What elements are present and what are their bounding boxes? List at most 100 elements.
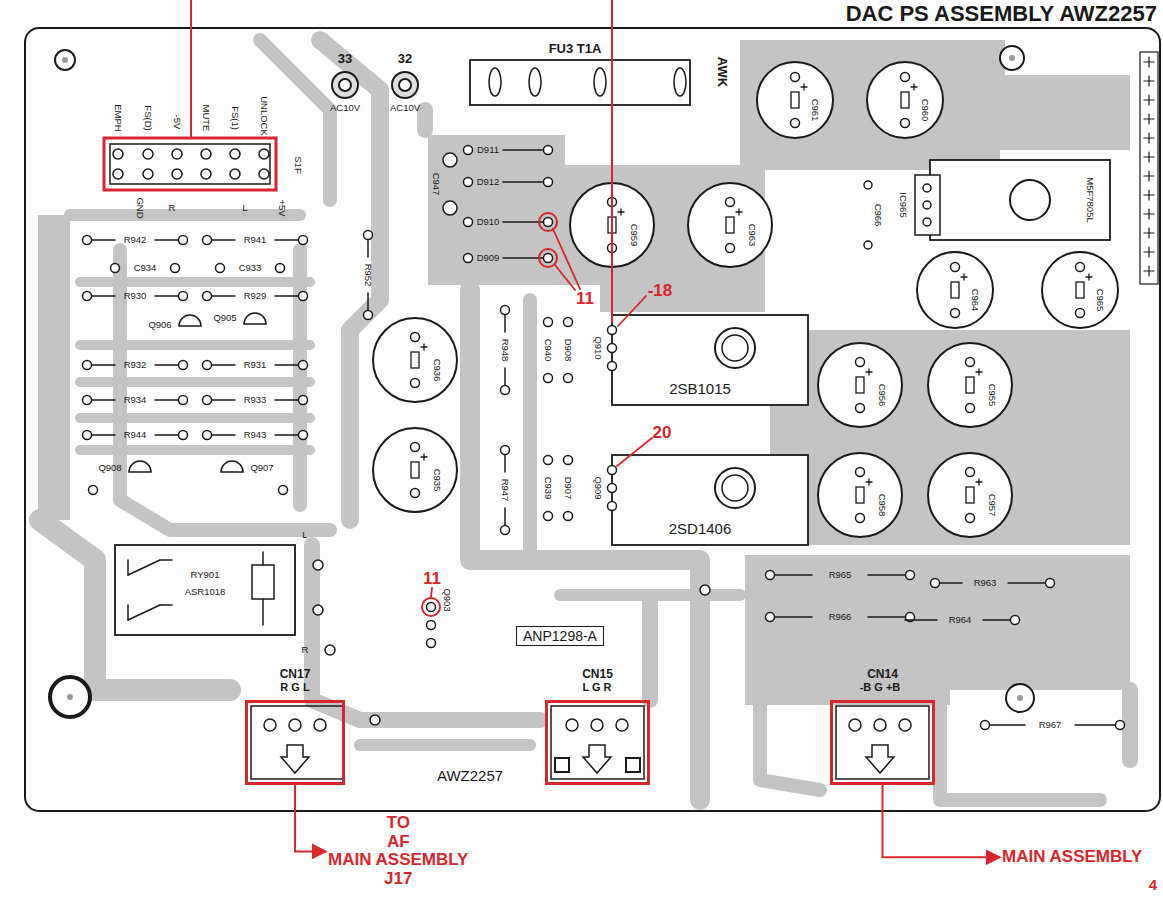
silkscreen-label: C940 [543, 339, 553, 362]
transistor-pin [427, 603, 436, 612]
silkscreen-label: 2SD1406 [669, 521, 732, 536]
direction-arrow [281, 745, 309, 773]
silkscreen-label: Q910 [593, 336, 603, 359]
solder-pad [279, 486, 288, 495]
silkscreen-label: C966 [873, 204, 883, 227]
solder-pad [299, 361, 308, 370]
silkscreen-label: C959 [629, 224, 639, 247]
solder-pad [791, 73, 800, 82]
signal-arrow [295, 785, 326, 851]
resistor-symbol [868, 574, 910, 576]
copper-trace [80, 340, 310, 350]
solder-pad [981, 721, 990, 730]
solder-pad [564, 512, 573, 521]
leader-line [555, 265, 575, 290]
silkscreen-label: C947 [431, 173, 441, 196]
connector-box: CN15 [545, 700, 650, 785]
copper-trace [940, 705, 1100, 800]
square-pad [626, 758, 640, 772]
silkscreen-label: M5F7805L [1085, 177, 1095, 222]
copper-trace [560, 589, 740, 601]
plus-mark [423, 454, 424, 460]
solder-pad [83, 396, 92, 405]
callout-number: 11 [576, 290, 594, 307]
transistor-hole [722, 475, 748, 501]
plus-mark [1148, 57, 1149, 67]
plus-mark [1148, 266, 1149, 276]
destination-text: TO [328, 814, 468, 833]
solder-pad [864, 241, 872, 249]
solder-pad [464, 146, 473, 155]
edge-strip [1140, 52, 1158, 284]
plus-mark [963, 274, 964, 280]
transistor-pin [608, 484, 617, 493]
ac-terminal [399, 79, 411, 91]
destination-note: MAIN ASSEMBLY [1002, 848, 1142, 867]
silkscreen-label: AC10V [390, 103, 420, 113]
solder-pad [299, 292, 308, 301]
silkscreen-label: R943 [244, 430, 267, 440]
connector-pin [849, 719, 861, 731]
capacitor-outline [757, 62, 833, 138]
transistor-symbol [244, 313, 266, 324]
solder-pad [564, 374, 573, 383]
copper-trace [120, 250, 330, 530]
solder-pad [313, 560, 323, 570]
silkscreen-label: Q905 [213, 313, 236, 323]
silkscreen-label: R929 [244, 291, 267, 301]
solder-pad [299, 431, 308, 440]
plus-mark [738, 209, 739, 215]
silkscreen-label: D910 [477, 217, 500, 227]
silkscreen-label: L [242, 203, 247, 213]
connector-pin [264, 719, 276, 731]
silkscreen-label: R965 [829, 570, 852, 580]
polarity-symbol [411, 462, 419, 478]
copper-trace [760, 705, 820, 790]
silkscreen-label: FS(1) [230, 106, 240, 130]
silkscreen-label: C935 [432, 469, 442, 492]
silkscreen-label: R948 [500, 339, 510, 362]
silkscreen-label: -5V [172, 115, 182, 130]
solder-pad [411, 489, 420, 498]
destination-text: MAIN ASSEMBLY [328, 851, 468, 870]
connector-pin [113, 169, 123, 179]
resistor-symbol [905, 619, 937, 621]
transistor-hole [722, 335, 748, 361]
capacitor-pad [443, 201, 457, 215]
solder-pad [203, 292, 212, 301]
connector-pin [143, 149, 153, 159]
solder-pad [856, 404, 865, 413]
silkscreen-label: R934 [124, 395, 147, 405]
plus-mark [868, 369, 869, 375]
plus-mark [1148, 76, 1149, 86]
connector-pin [143, 169, 153, 179]
solder-pad [83, 292, 92, 301]
leader-line [190, 0, 192, 137]
solder-pad [501, 446, 510, 455]
fuse-clip [489, 68, 501, 96]
plus-mark [1148, 95, 1149, 105]
solder-pad [171, 264, 180, 273]
capacitor-outline [867, 62, 943, 138]
transistor-symbol [129, 461, 151, 472]
solder-pad [203, 396, 212, 405]
board-id: ANP1298-A [523, 628, 597, 644]
leader-line [431, 588, 432, 597]
transistor-pin [608, 344, 617, 353]
ac-terminal [332, 72, 358, 98]
solder-pad [179, 396, 188, 405]
silkscreen-label: Q909 [593, 476, 603, 499]
silkscreen-label: R930 [124, 291, 147, 301]
mounting-hole [1017, 695, 1023, 701]
silkscreen-label: L [302, 530, 307, 540]
polarity-symbol [791, 92, 799, 108]
transistor-pin [608, 466, 617, 475]
silkscreen-label: D909 [477, 253, 500, 263]
plus-mark [978, 479, 979, 485]
connector-box: CN14 [830, 700, 935, 785]
silkscreen-label: R942 [124, 235, 147, 245]
callout-number: -18 [648, 282, 673, 299]
solder-pad [1011, 616, 1020, 625]
